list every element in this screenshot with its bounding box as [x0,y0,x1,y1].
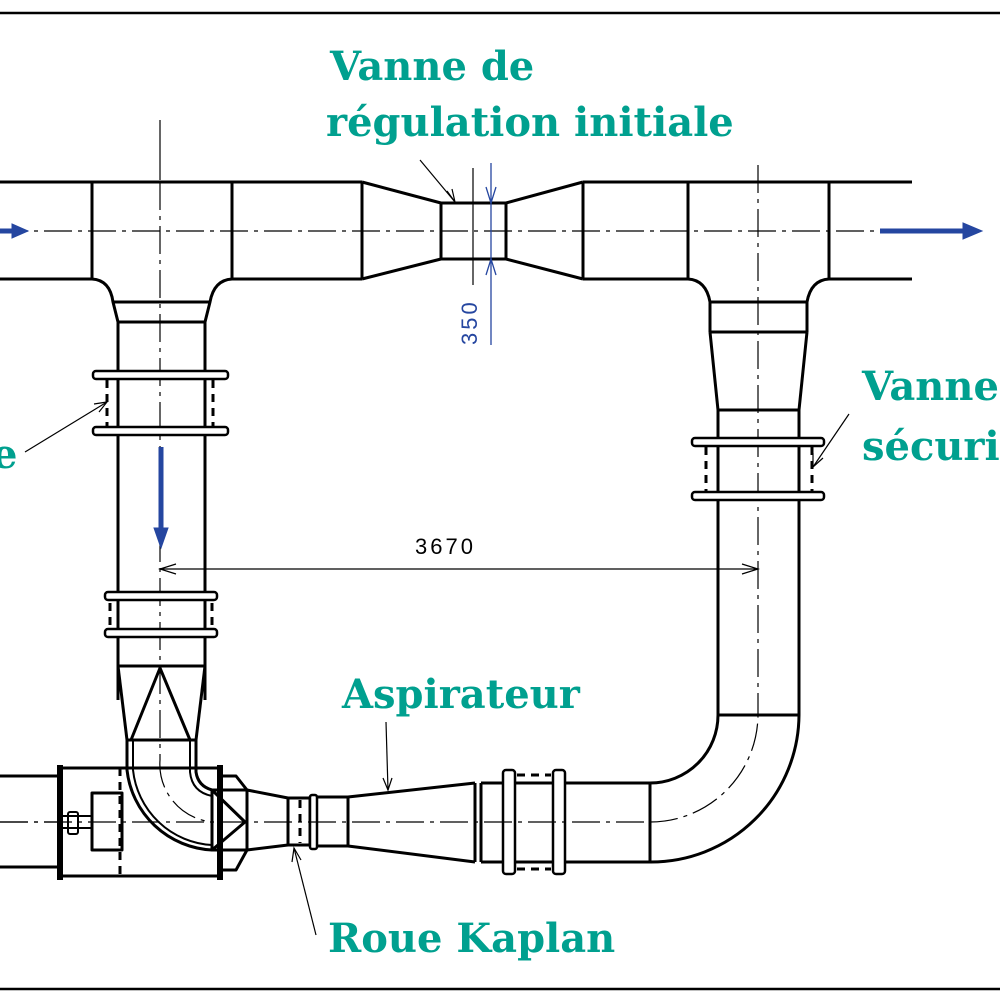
throat-dimension-text: 350 [457,299,482,345]
inlet-flow-arrow [0,223,30,239]
turbine-housing [0,740,319,880]
draft-tube [0,768,652,876]
dimension-350: 350 [457,163,497,345]
regulation-valve-label-line2: régulation initiale [326,99,734,146]
draft-tube-label: Aspirateur [341,671,581,718]
safety-valve-label-line1: Vanne de [861,363,1000,410]
safety-valve-label-line2: sécurité [862,423,1000,470]
left-valve-label-fragment: e [0,431,17,478]
spacing-dimension-text: 3670 [415,534,476,559]
regulation-valve-label-line1: Vanne de [329,43,534,90]
safety-valve [690,436,826,448]
outlet-flow-arrow [880,222,984,240]
flow-arrows [0,222,984,550]
left-downcomer [91,120,233,760]
kaplan-runner-label: Roue Kaplan [328,915,615,962]
dimension-3670: 3670 [157,534,761,575]
downpipe-flow-arrow [153,447,169,550]
leader-lines [24,159,850,936]
right-riser [649,165,830,864]
top-main-pipe [0,180,912,281]
